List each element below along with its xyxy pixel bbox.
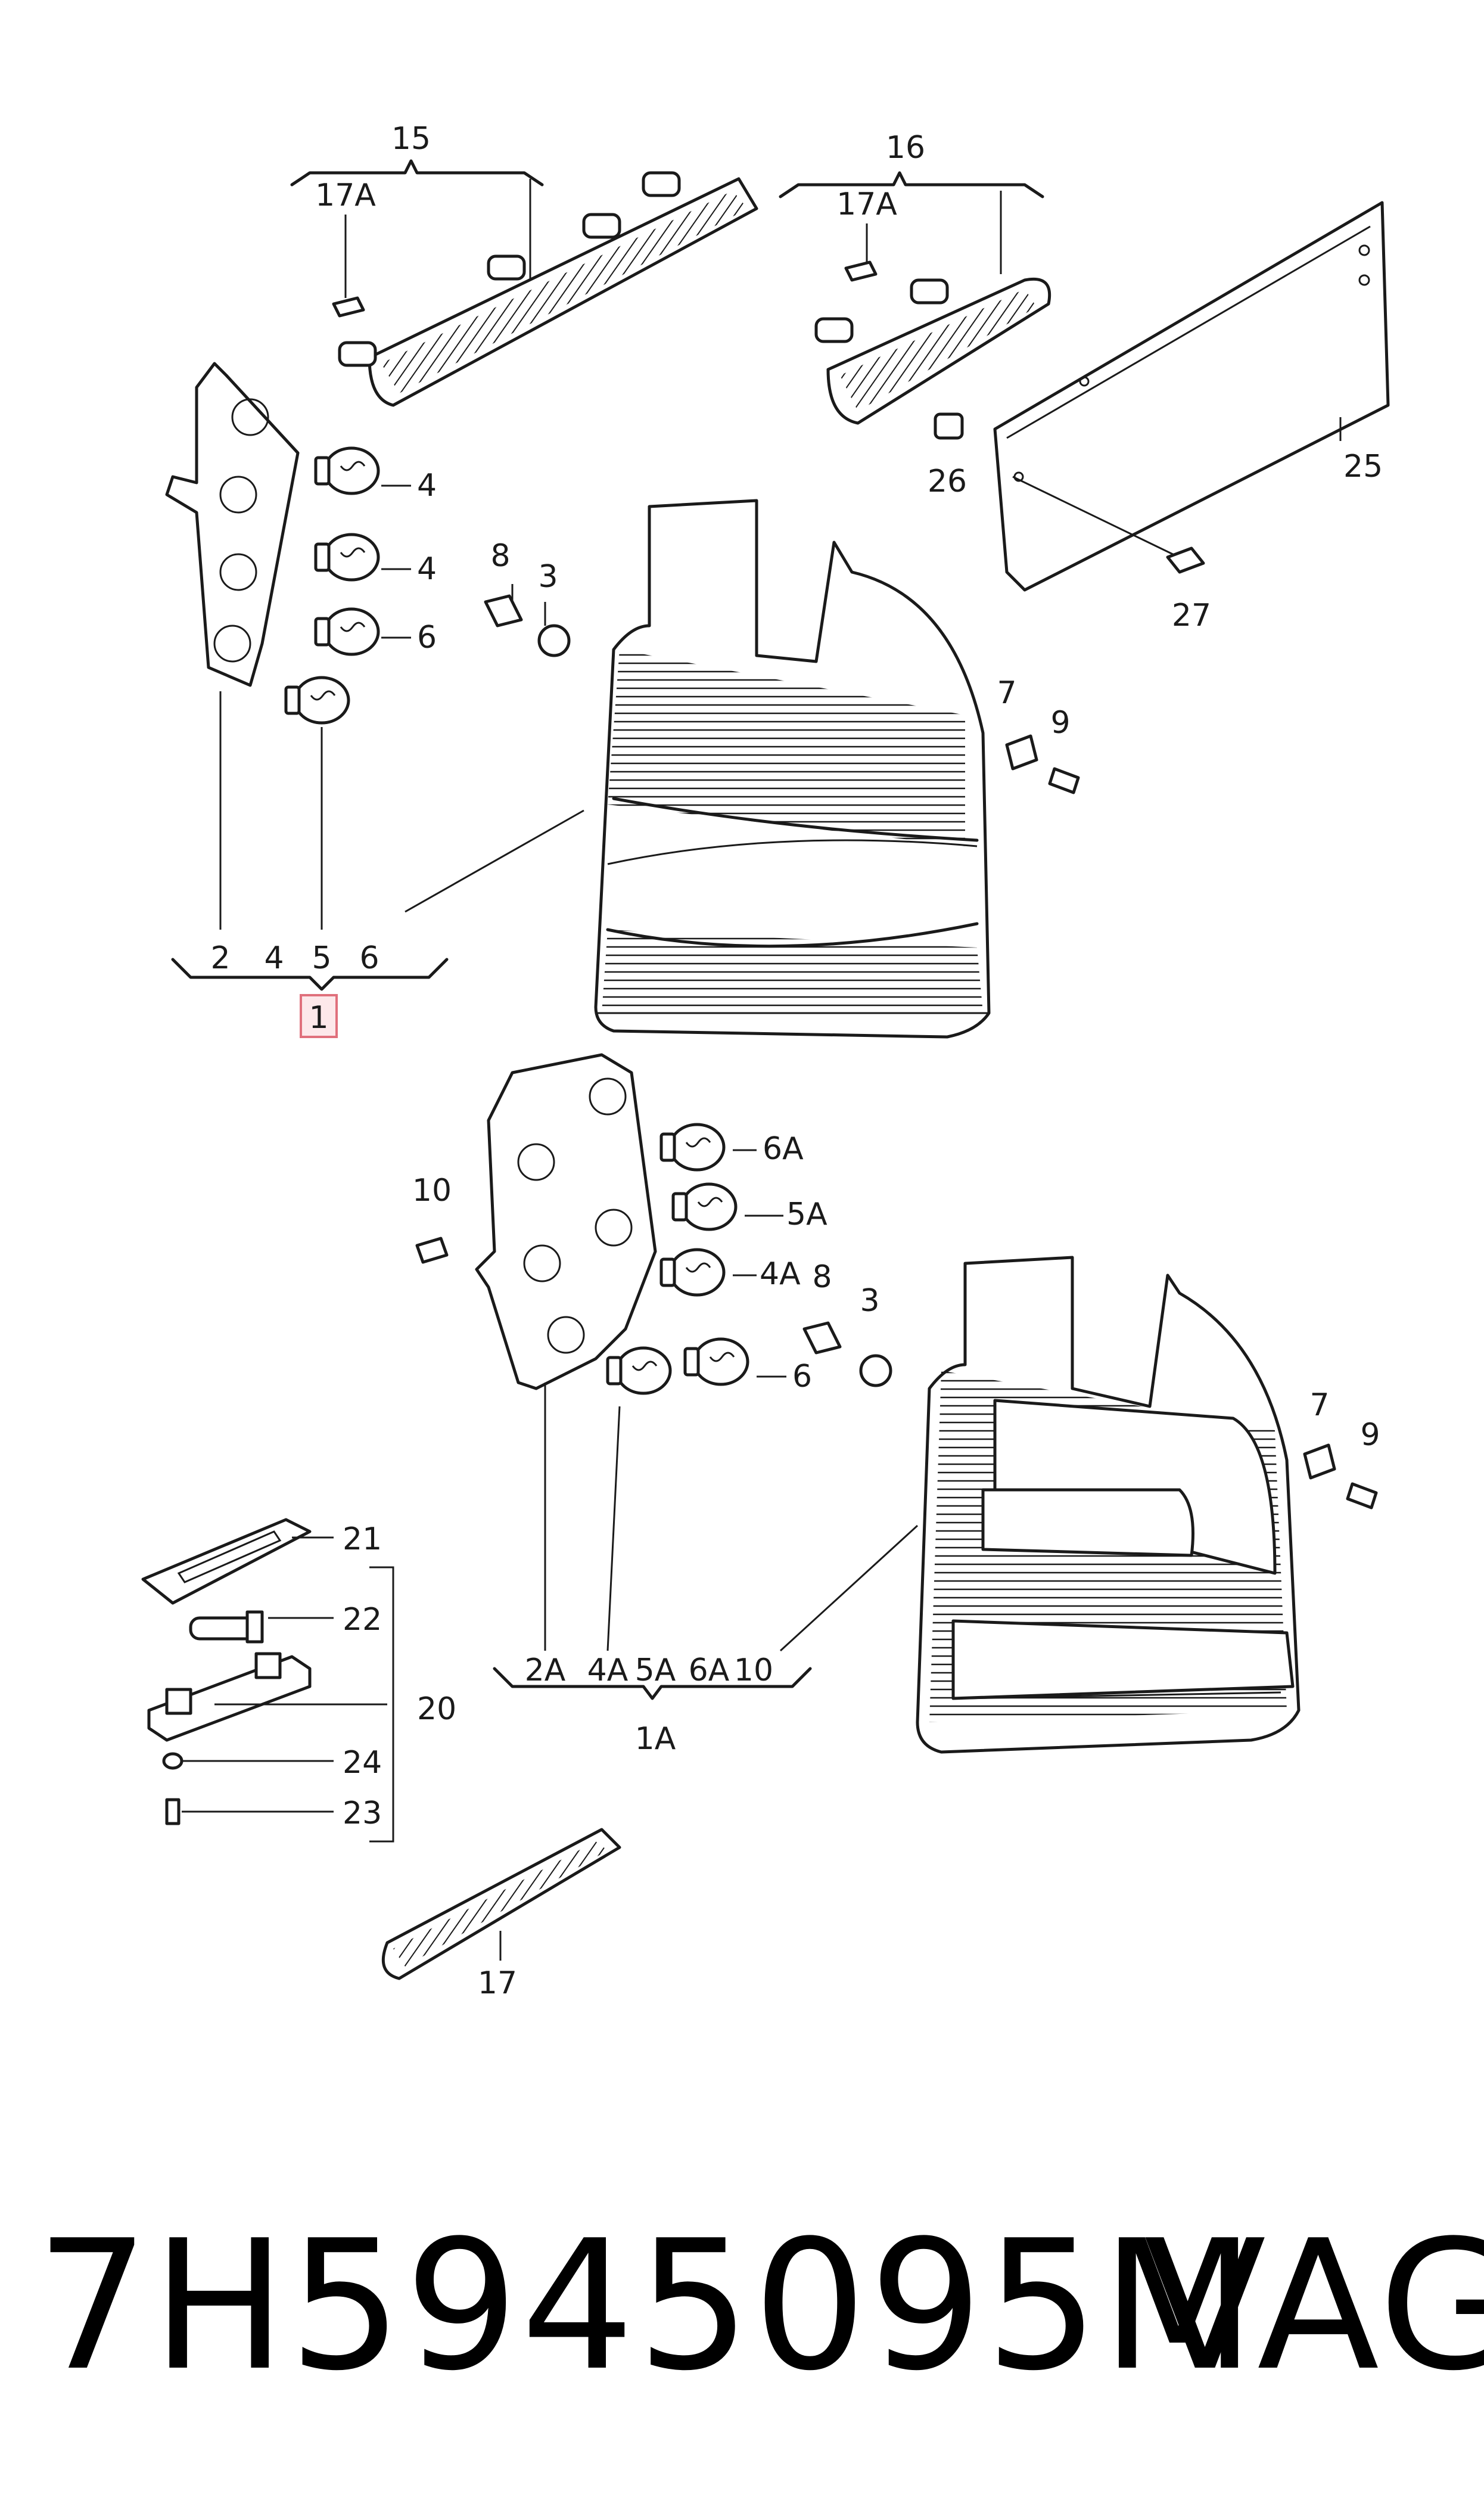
callout-g1-5: 5 bbox=[312, 940, 331, 976]
callout-26: 26 bbox=[928, 464, 967, 499]
callout-17: 17 bbox=[478, 1965, 517, 2001]
callout-g2-4a: 4A bbox=[587, 1653, 629, 1688]
callout-20: 20 bbox=[417, 1691, 456, 1727]
callout-9-bot: 9 bbox=[1360, 1417, 1380, 1453]
callout-6-top: 6 bbox=[417, 620, 437, 656]
callout-22: 22 bbox=[343, 1602, 382, 1638]
screw-10 bbox=[415, 1237, 449, 1264]
callout-g1-2: 2 bbox=[210, 940, 230, 976]
callout-3-top: 3 bbox=[538, 559, 558, 595]
bracket-16 bbox=[779, 171, 1044, 274]
callout-16: 16 bbox=[886, 130, 925, 166]
nut-7-bot bbox=[1303, 1443, 1336, 1480]
clip-26 bbox=[934, 412, 964, 440]
callout-4a: 4A bbox=[760, 1256, 801, 1292]
group-bracket-1a bbox=[493, 1383, 919, 1700]
third-brake-light-16 bbox=[814, 260, 1051, 425]
callout-21: 21 bbox=[343, 1521, 382, 1557]
trim-strip-25 bbox=[993, 201, 1390, 592]
nut-7-top bbox=[1005, 734, 1038, 771]
callout-g1-1: 1 bbox=[309, 1000, 328, 1036]
callout-g2-10: 10 bbox=[734, 1653, 773, 1688]
callout-9-top: 9 bbox=[1050, 705, 1070, 741]
callout-24: 24 bbox=[343, 1745, 382, 1781]
screw-3-top bbox=[537, 624, 571, 657]
light-housing bbox=[147, 1652, 312, 1742]
clip-8-bot bbox=[802, 1321, 842, 1355]
callout-25: 25 bbox=[1343, 449, 1383, 484]
callout-7-top: 7 bbox=[997, 675, 1016, 711]
washer-24 bbox=[162, 1752, 183, 1770]
bulb-22 bbox=[189, 1610, 264, 1644]
callout-5a: 5A bbox=[786, 1197, 827, 1232]
callout-g1-6: 6 bbox=[359, 940, 379, 976]
callout-4-mid: 4 bbox=[417, 551, 437, 587]
tail-light-1a bbox=[916, 1256, 1301, 1754]
clip-8-top bbox=[484, 594, 523, 628]
third-brake-light-15 bbox=[332, 171, 758, 407]
callout-17a-left: 17A bbox=[315, 178, 376, 213]
callout-g2-2a: 2A bbox=[525, 1653, 566, 1688]
screw-9-top bbox=[1048, 767, 1080, 794]
callout-g1-4: 4 bbox=[264, 940, 284, 976]
part-number: 7H5945095M bbox=[36, 2202, 1258, 2410]
callout-3-bot: 3 bbox=[860, 1283, 879, 1319]
screw-27 bbox=[1166, 546, 1205, 574]
tail-light-1 bbox=[594, 499, 991, 1039]
callout-g2-6a: 6A bbox=[689, 1653, 730, 1688]
highlight-box bbox=[300, 994, 338, 1038]
bulb-carrier-2a bbox=[475, 1053, 657, 1390]
callout-23: 23 bbox=[343, 1796, 382, 1831]
callout-8-bot: 8 bbox=[812, 1259, 832, 1295]
callout-7-bot: 7 bbox=[1309, 1387, 1329, 1423]
callout-8-top: 8 bbox=[490, 538, 510, 574]
callout-6-bot: 6 bbox=[792, 1359, 812, 1394]
callout-g2-1a: 1A bbox=[635, 1721, 676, 1757]
screw-9-bot bbox=[1346, 1482, 1378, 1509]
screw-3-bot bbox=[859, 1354, 892, 1387]
callout-27: 27 bbox=[1172, 598, 1211, 633]
group-bracket-1 bbox=[171, 691, 584, 991]
gasket-21 bbox=[141, 1518, 312, 1605]
callout-g2-5a: 5A bbox=[635, 1653, 676, 1688]
callout-17a-right: 17A bbox=[836, 187, 897, 222]
bulbs-upper bbox=[286, 448, 378, 723]
brand-label: VAG bbox=[1144, 2202, 1484, 2410]
bulb-carrier-2 bbox=[165, 362, 300, 687]
callout-10: 10 bbox=[412, 1173, 452, 1209]
callout-6a: 6A bbox=[763, 1131, 804, 1167]
callout-4-top: 4 bbox=[417, 468, 437, 504]
callout-15: 15 bbox=[391, 121, 431, 157]
side-reflector-17 bbox=[381, 1828, 621, 1980]
screw-23 bbox=[165, 1798, 181, 1825]
bracket-15 bbox=[290, 159, 544, 298]
